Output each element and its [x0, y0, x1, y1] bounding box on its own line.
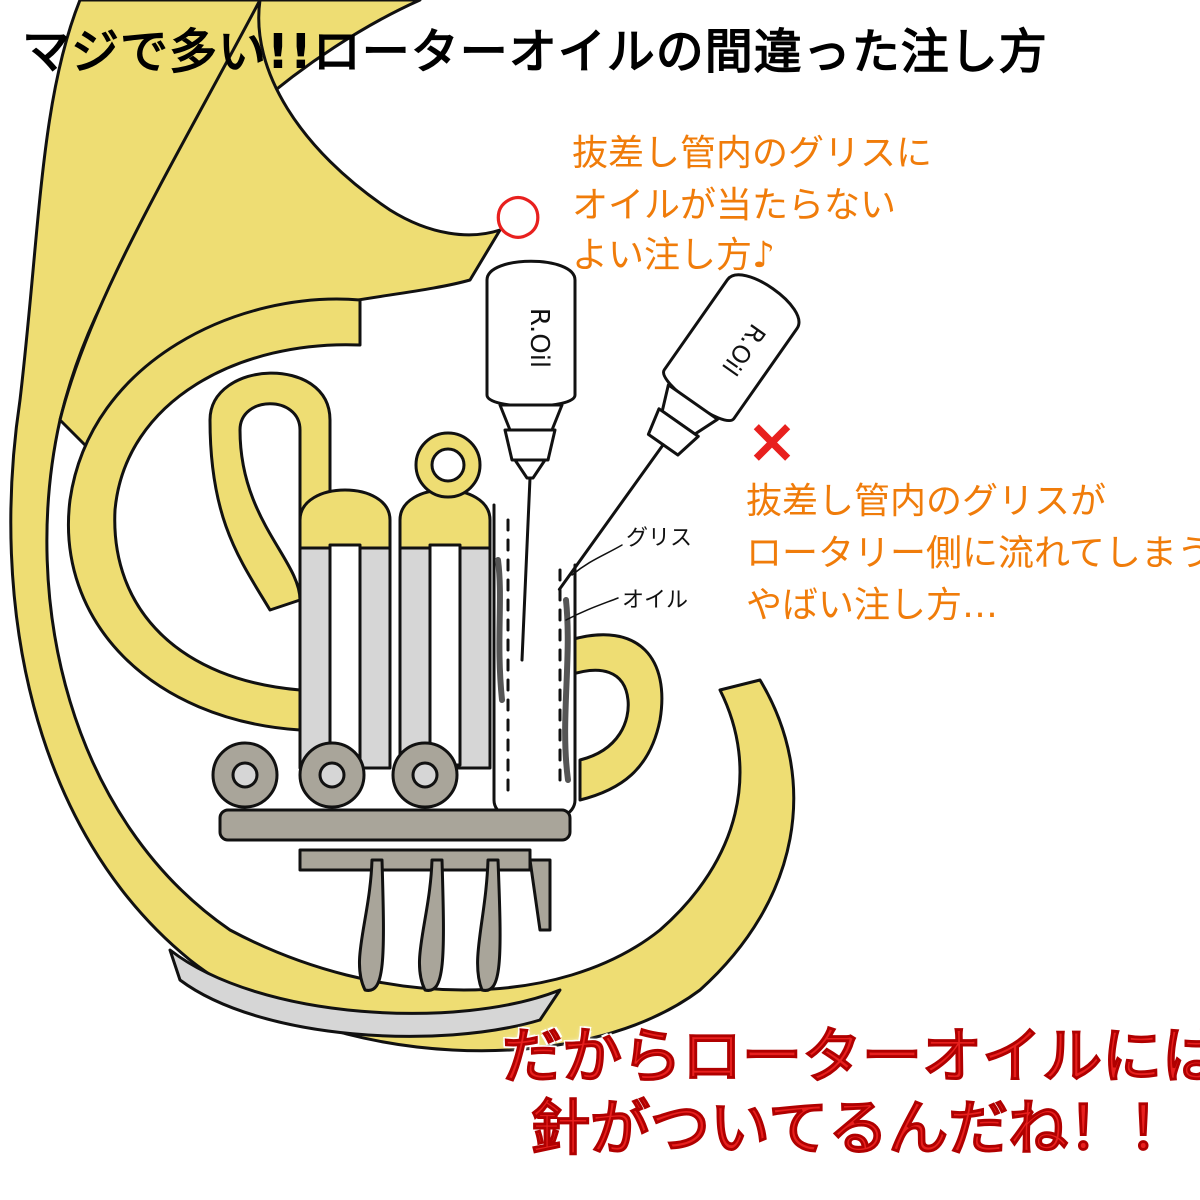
good-note-line-1: 抜差し管内のグリスに: [572, 133, 933, 174]
lever-1: [357, 858, 385, 992]
lever-2: [417, 858, 445, 992]
large-loop-tube: [67, 297, 362, 732]
slide-2-top: [398, 488, 492, 550]
page-title: マジで多い!!ローターオイルの間違った注し方: [22, 24, 1048, 80]
good-oil-bottle: [485, 259, 577, 662]
bad-note-line-2: ロータリー側に流れてしまう: [746, 533, 1200, 574]
conclusion-line-2: 針がついてるんだね！！: [529, 1094, 1189, 1165]
bell-bottom: [168, 948, 562, 1038]
grease-blobs: [495, 557, 571, 783]
slide-inner-1: [328, 543, 362, 767]
slide-inner-2: [428, 543, 462, 767]
bad-oil-bottle: [557, 273, 801, 591]
right-tube: [568, 633, 664, 802]
bad-mark: ×: [746, 404, 798, 477]
lever-3: [476, 858, 502, 992]
bottle-label-good: R.Oil: [524, 308, 554, 368]
conclusion-line-1: だからローターオイルには: [502, 1022, 1200, 1093]
grease-pointer: [571, 544, 623, 576]
rotor-bar: [218, 808, 572, 842]
slide-1-top: [298, 488, 392, 550]
good-mark: ○: [494, 181, 543, 246]
oil-label: オイル: [622, 588, 689, 613]
bad-note-line-1: 抜差し管内のグリスが: [746, 481, 1107, 522]
good-note-line-3: よい注し方♪: [572, 235, 775, 276]
good-note-line-2: オイルが当たらない: [572, 185, 897, 226]
open-slide: [492, 503, 577, 824]
ring-hole: [430, 447, 466, 483]
grease-label: グリス: [626, 526, 693, 551]
bad-note-line-3: やばい注し方…: [746, 585, 999, 626]
oil-pointer: [565, 597, 619, 621]
outer-bell-tube: [9, 0, 796, 1053]
